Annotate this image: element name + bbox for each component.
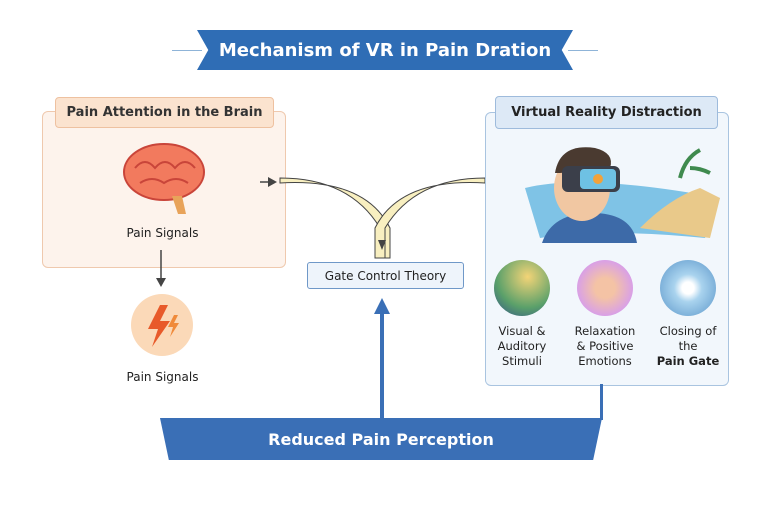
lightning-icon (131, 294, 193, 356)
landscape-stimuli-icon (494, 260, 550, 316)
reduced-pain-banner: Reduced Pain Perception (160, 418, 602, 460)
title-rule-right (568, 50, 598, 51)
closing-gate-icon (660, 260, 716, 316)
meditation-icon (577, 260, 633, 316)
pain-signals-label: Pain Signals (126, 370, 199, 384)
gate-control-theory-box: Gate Control Theory (307, 262, 464, 289)
vr-distraction-header: Virtual Reality Distraction (495, 96, 718, 129)
brain-icon (123, 143, 205, 214)
page-title: Mechanism of VR in Pain Dration (197, 30, 573, 70)
vr-person-illustration (525, 147, 720, 243)
connector-line (600, 384, 603, 420)
down-arrow-icon (156, 250, 166, 287)
pain-attention-header: Pain Attention in the Brain (55, 97, 274, 128)
gate-funnel-diagram (260, 177, 505, 259)
title-rule-left (172, 50, 202, 51)
up-arrow-icon (374, 298, 390, 420)
brain-pain-signals-label: Pain Signals (126, 226, 199, 240)
